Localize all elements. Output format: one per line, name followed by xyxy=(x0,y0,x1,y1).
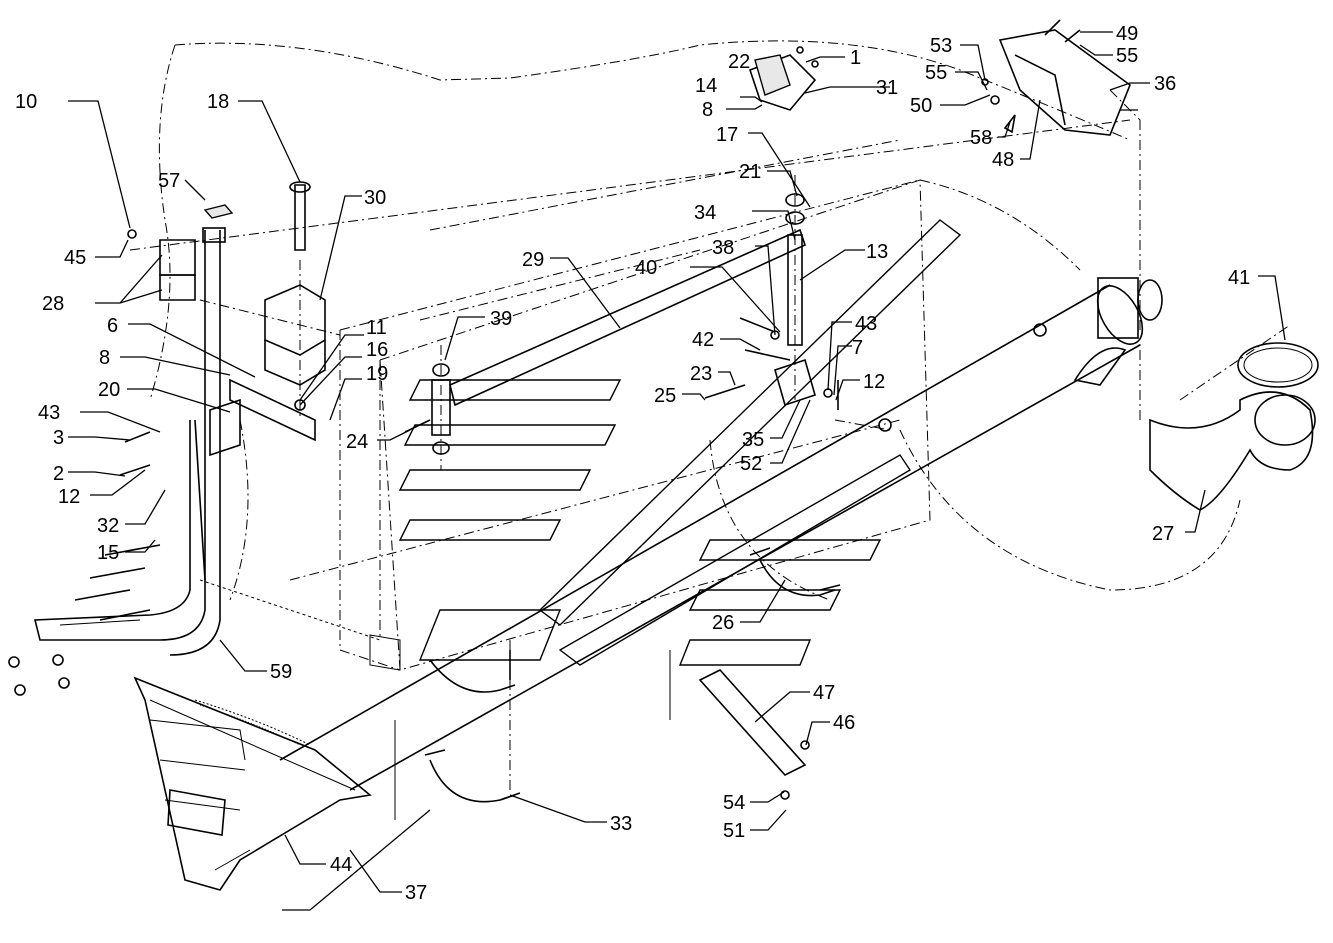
label-31: 31 xyxy=(876,77,898,99)
label-33: 33 xyxy=(610,813,632,835)
label-12-a: 12 xyxy=(863,371,885,393)
label-13: 13 xyxy=(866,241,888,263)
label-3: 3 xyxy=(53,427,64,449)
label-37: 37 xyxy=(405,882,427,904)
label-2: 2 xyxy=(53,463,64,485)
label-1: 1 xyxy=(850,47,861,69)
label-55-a: 55 xyxy=(925,62,947,84)
label-8-a: 8 xyxy=(702,99,713,121)
label-24: 24 xyxy=(346,431,368,453)
label-28: 28 xyxy=(42,293,64,315)
label-8-b: 8 xyxy=(99,347,110,369)
label-43-b: 43 xyxy=(38,402,60,424)
label-32: 32 xyxy=(97,515,119,537)
center-lines xyxy=(199,89,1291,790)
label-52: 52 xyxy=(740,453,762,475)
label-59: 59 xyxy=(270,661,292,683)
label-10: 10 xyxy=(15,91,37,113)
label-58: 58 xyxy=(970,127,992,149)
label-50: 50 xyxy=(910,95,932,117)
label-34: 34 xyxy=(694,202,716,224)
label-39: 39 xyxy=(490,308,512,330)
label-20: 20 xyxy=(98,379,120,401)
label-30: 30 xyxy=(364,187,386,209)
label-42: 42 xyxy=(692,329,714,351)
label-40: 40 xyxy=(635,257,657,279)
label-41: 41 xyxy=(1228,267,1250,289)
label-29: 29 xyxy=(522,249,544,271)
label-12-b: 12 xyxy=(58,486,80,508)
label-7: 7 xyxy=(852,337,863,359)
label-45: 45 xyxy=(64,247,86,269)
label-47: 47 xyxy=(813,682,835,704)
label-57: 57 xyxy=(158,170,180,192)
label-15: 15 xyxy=(97,542,119,564)
label-6: 6 xyxy=(107,315,118,337)
label-55-b: 55 xyxy=(1116,45,1138,67)
ladder xyxy=(33,227,226,656)
label-14: 14 xyxy=(695,75,717,97)
bin-body xyxy=(339,179,921,671)
label-51: 51 xyxy=(723,820,745,842)
label-25: 25 xyxy=(654,385,676,407)
machine-phantom-outline xyxy=(129,40,1241,671)
leader-lines xyxy=(68,31,1286,911)
hopper xyxy=(133,676,372,891)
label-35: 35 xyxy=(742,429,764,451)
label-11: 11 xyxy=(366,317,387,339)
label-22: 22 xyxy=(728,51,750,73)
label-46: 46 xyxy=(833,712,855,734)
label-44: 44 xyxy=(330,854,352,876)
label-49: 49 xyxy=(1116,23,1138,45)
label-54: 54 xyxy=(723,792,745,814)
label-53: 53 xyxy=(930,35,952,57)
label-36: 36 xyxy=(1154,73,1176,95)
label-16: 16 xyxy=(366,339,388,361)
auger-tube xyxy=(279,277,1163,820)
label-27: 27 xyxy=(1152,523,1174,545)
label-26: 26 xyxy=(712,612,734,634)
brackets xyxy=(8,19,1319,803)
label-48: 48 xyxy=(992,149,1014,171)
part-labels: 1 2 3 6 7 8 8 10 11 12 12 13 14 15 16 17… xyxy=(15,23,1250,904)
watermark-logo xyxy=(398,219,962,666)
label-38: 38 xyxy=(712,237,734,259)
label-43-a: 43 xyxy=(855,313,877,335)
label-18: 18 xyxy=(207,91,229,113)
label-23: 23 xyxy=(690,363,712,385)
label-21: 21 xyxy=(739,161,761,183)
label-17: 17 xyxy=(716,124,738,146)
label-19: 19 xyxy=(366,363,388,385)
